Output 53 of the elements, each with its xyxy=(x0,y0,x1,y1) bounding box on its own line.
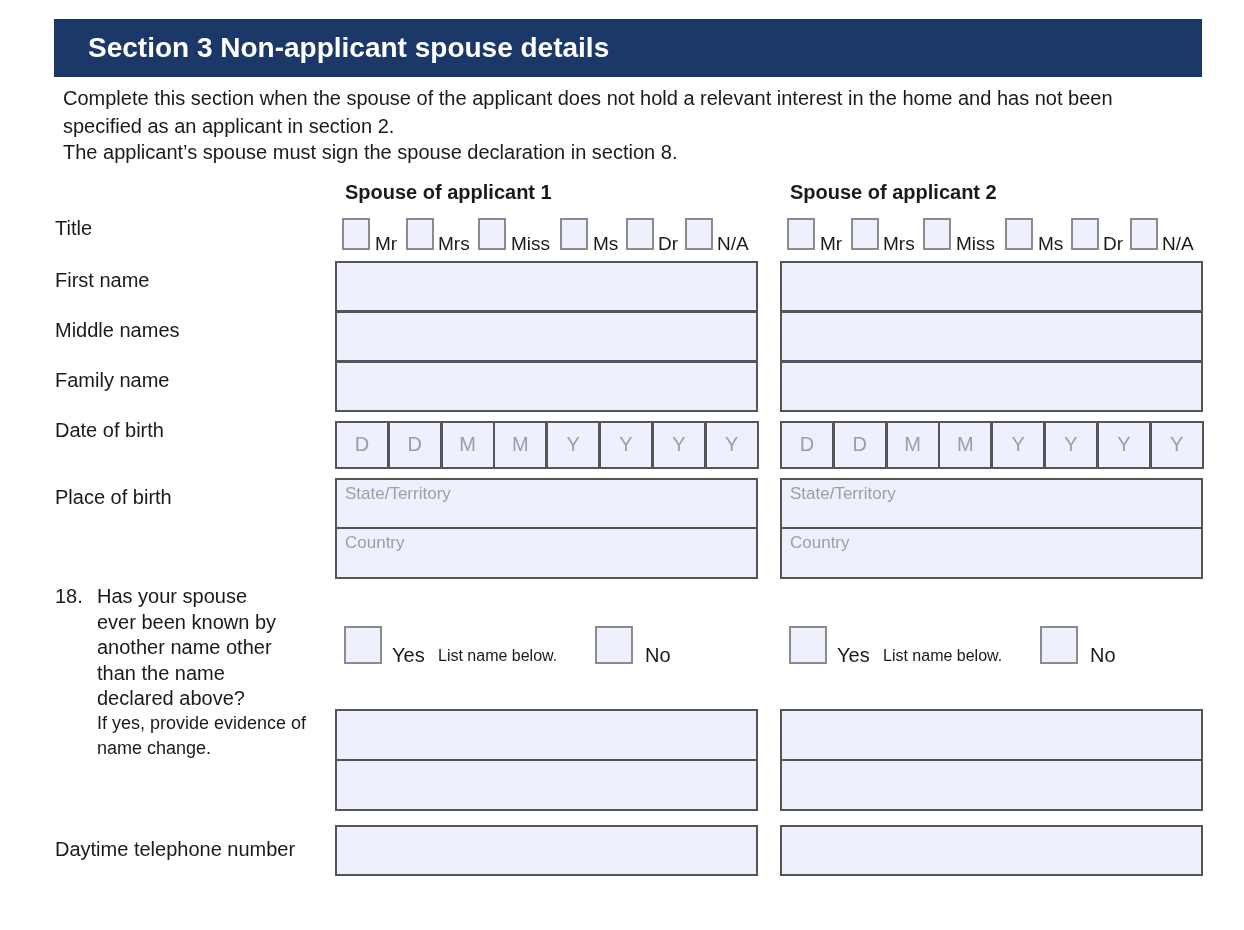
date-digit-field: M xyxy=(440,421,495,469)
field-label: Date of birth xyxy=(55,418,164,442)
checkbox-label: Yes xyxy=(392,643,425,667)
date-digit-field: D xyxy=(387,421,442,469)
date-digit-field: Y xyxy=(651,421,706,469)
checkbox-label: No xyxy=(1090,643,1116,667)
checkbox-label: Yes xyxy=(837,643,870,667)
question-note: If yes, provide evidence of name change. xyxy=(97,712,308,760)
date-digit-field: M xyxy=(938,421,993,469)
checkbox-label: No xyxy=(645,643,671,667)
checkbox-label: Dr xyxy=(658,234,679,254)
input-field: Country xyxy=(780,527,1203,579)
checkbox-label: Mrs xyxy=(438,234,470,254)
checkbox-label: Ms xyxy=(593,234,619,254)
field-label: Family name xyxy=(55,368,170,392)
question-text: Has your spouse ever been known by another name other than the name declared above? xyxy=(97,584,277,711)
checkbox-label: Ms xyxy=(1038,234,1064,254)
checkbox-label: Miss xyxy=(956,234,996,254)
date-digit-field: D xyxy=(780,421,834,469)
date-digit-field: D xyxy=(335,421,389,469)
date-digit-field: M xyxy=(885,421,940,469)
instruction-text: Complete this section when the spouse of the applicant does not hold a relevant interest in the home and has not been specified as an applicant in section 2. xyxy=(63,86,1114,139)
checkbox-label: N/A xyxy=(717,234,749,254)
date-digit-field: M xyxy=(493,421,548,469)
checkbox-label: N/A xyxy=(1162,234,1194,254)
field-label: Middle names xyxy=(55,318,180,342)
question-number: 18. xyxy=(55,584,83,608)
date-digit-field: D xyxy=(832,421,887,469)
instruction-text: The applicant’s spouse must sign the spouse declaration in section 8. xyxy=(63,140,678,164)
date-digit-field: Y xyxy=(599,421,653,469)
checkbox-label: Mr xyxy=(820,234,843,254)
section-header: Section 3 Non-applicant spouse details xyxy=(54,19,1202,77)
checkbox-label: Mrs xyxy=(883,234,915,254)
instruction-text: List name below. xyxy=(883,646,1003,666)
date-digit-field: Y xyxy=(704,421,759,469)
field-label: Place of birth xyxy=(55,485,172,509)
date-digit-field: Y xyxy=(546,421,601,469)
input-field: State/Territory xyxy=(780,478,1203,529)
instruction-text: List name below. xyxy=(438,646,558,666)
checkbox-label: Miss xyxy=(511,234,551,254)
date-digit-field: Y xyxy=(1044,421,1098,469)
checkbox-label: Mr xyxy=(375,234,398,254)
input-field: Country xyxy=(335,527,758,579)
input-field: State/Territory xyxy=(335,478,758,529)
field-label: Daytime telephone number xyxy=(55,837,296,861)
date-digit-field: Y xyxy=(1149,421,1204,469)
date-digit-field: Y xyxy=(1096,421,1151,469)
date-digit-field: Y xyxy=(991,421,1046,469)
checkbox-label: Dr xyxy=(1103,234,1124,254)
column-heading: Spouse of applicant 2 xyxy=(790,180,997,204)
field-label: First name xyxy=(55,268,150,292)
column-heading: Spouse of applicant 1 xyxy=(345,180,552,204)
field-label: Title xyxy=(55,216,93,240)
